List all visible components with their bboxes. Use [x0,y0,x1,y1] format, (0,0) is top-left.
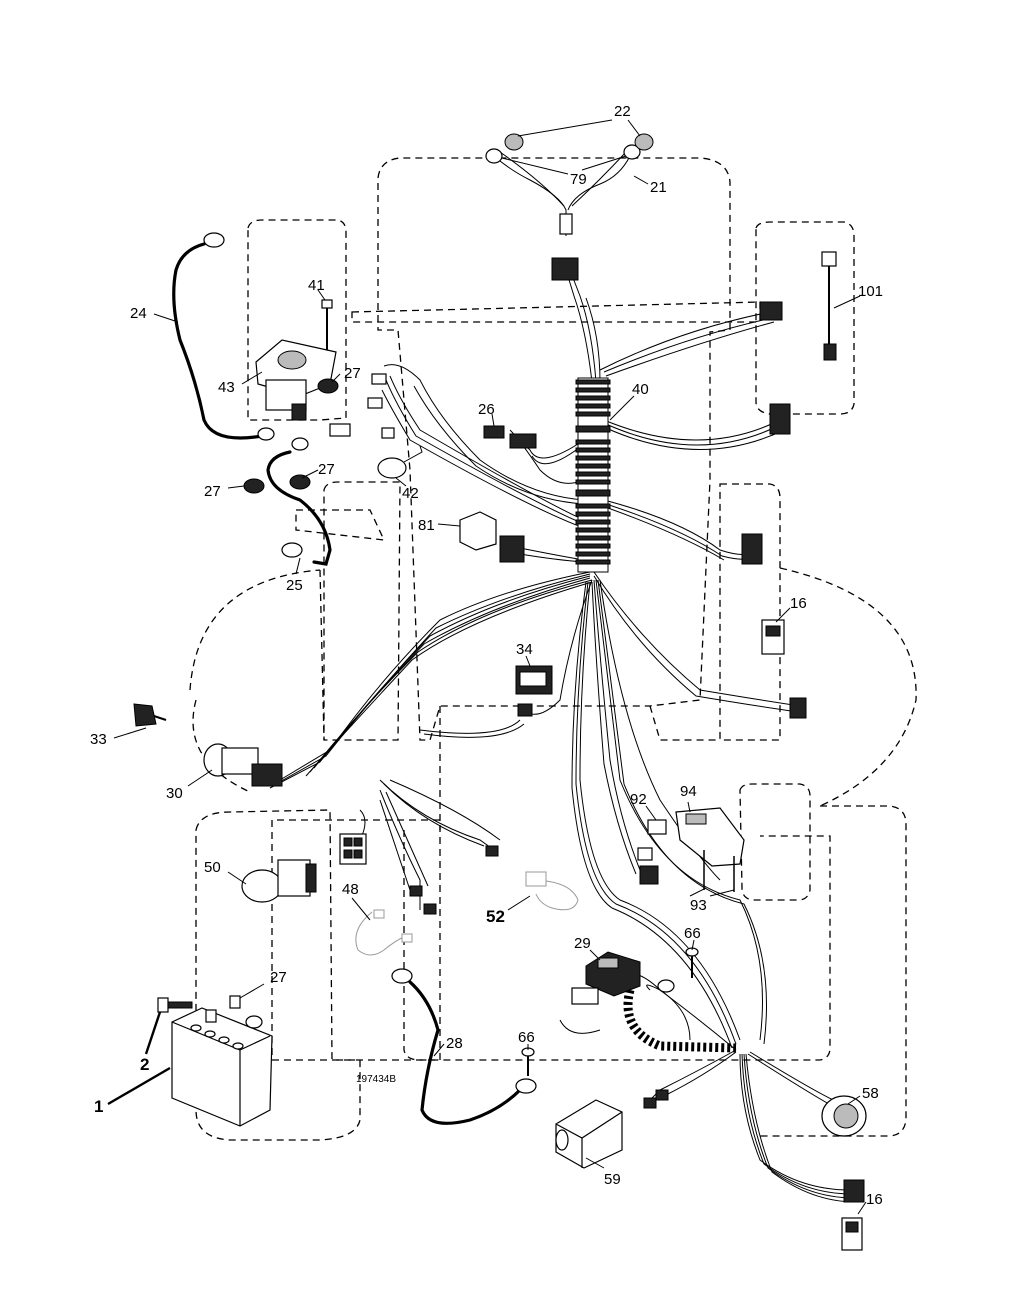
module-29 [571,951,641,1005]
callout-81: 81 [418,517,435,534]
battery-1 [171,1007,273,1127]
coil-59 [555,1099,623,1169]
switch-34 [515,665,553,717]
wire-loom-40 [575,377,611,573]
part-58 [821,1095,867,1137]
battery-cables [172,242,522,1125]
callout-27-left: 27 [204,483,221,500]
bolt-2 [157,997,193,1013]
callout-33: 33 [90,731,107,748]
callout-29: 29 [574,935,591,952]
callout-101: 101 [858,283,883,300]
screw-66-left [521,1047,535,1076]
ignition-30 [203,743,283,787]
part-48 [355,909,413,956]
callout-16-lower: 16 [866,1191,883,1208]
callout-27-battery: 27 [270,969,287,986]
callout-16-upper: 16 [790,595,807,612]
callout-58: 58 [862,1085,879,1102]
fuse-26 [483,425,537,449]
terminal-a [371,373,387,385]
callout-2: 2 [140,1055,149,1074]
ring-terminal-25 [281,542,303,558]
headlight-assembly [485,133,654,281]
callout-22: 22 [614,103,631,120]
nut-27-upper [317,378,339,394]
solenoid-43 [255,339,337,421]
part-101 [821,251,837,361]
connector-top-right [759,301,783,321]
callout-30: 30 [166,785,183,802]
callout-27-right: 27 [318,461,335,478]
callout-34: 34 [516,641,533,658]
connector-right-mid [769,403,791,435]
nut-27-battery [229,995,241,1009]
cable-24 [172,242,264,440]
callout-21: 21 [650,179,667,196]
frame-outlines [189,157,917,1141]
callout-93: 93 [690,897,707,914]
wire-bundles [269,269,857,1203]
callout-42: 42 [402,485,419,502]
callout-92: 92 [630,791,647,808]
callout-41: 41 [308,277,325,294]
key-33 [133,703,167,727]
ring-terminal-28-bottom [515,1078,537,1094]
terminal-c [381,427,395,439]
part-52 [525,871,579,911]
connector-right-bottom [789,697,807,719]
callout-50: 50 [204,859,221,876]
callout-94: 94 [680,783,697,800]
callout-28: 28 [446,1035,463,1052]
part-50 [241,859,317,903]
parts [133,133,867,1251]
part-42 [377,445,423,479]
callout-40: 40 [632,381,649,398]
callout-66-left: 66 [518,1029,535,1046]
callout-25: 25 [286,577,303,594]
ring-terminal-29 [657,979,675,993]
nut-27-right [289,474,311,490]
cable-25 [266,450,332,566]
leader-lines [107,119,867,1215]
relay-81 [459,511,525,563]
bolt-41 [321,299,333,350]
callout-59: 59 [604,1171,621,1188]
screw-66-right [685,947,699,978]
part-94 [675,807,745,892]
drawing-number: 197434B [356,1074,396,1085]
callout-48: 48 [342,881,359,898]
callout-52: 52 [486,907,505,926]
callout-79: 79 [570,171,587,188]
connector-center-left [339,833,367,865]
ring-terminal-28-top [391,968,413,984]
callout-27-upper: 27 [344,365,361,382]
terminal-b [367,397,383,409]
connector-right-lower [741,533,763,565]
callout-66-right: 66 [684,925,701,942]
callout-labels: 22 79 21 101 41 24 43 27 40 26 27 27 42 … [90,103,883,1208]
part-92 [637,819,667,885]
wire-loom-small [623,988,737,1053]
callout-43: 43 [218,379,235,396]
ring-terminal-24 [203,232,225,248]
loom-ribs [575,379,611,565]
part-16-upper [761,619,785,655]
callout-1: 1 [94,1097,103,1116]
part-16-lower [841,1179,865,1251]
callout-24: 24 [130,305,147,322]
nut-27-left [243,478,265,494]
cable-28 [408,980,522,1125]
callout-26: 26 [478,401,495,418]
terminal-upper [329,423,351,437]
